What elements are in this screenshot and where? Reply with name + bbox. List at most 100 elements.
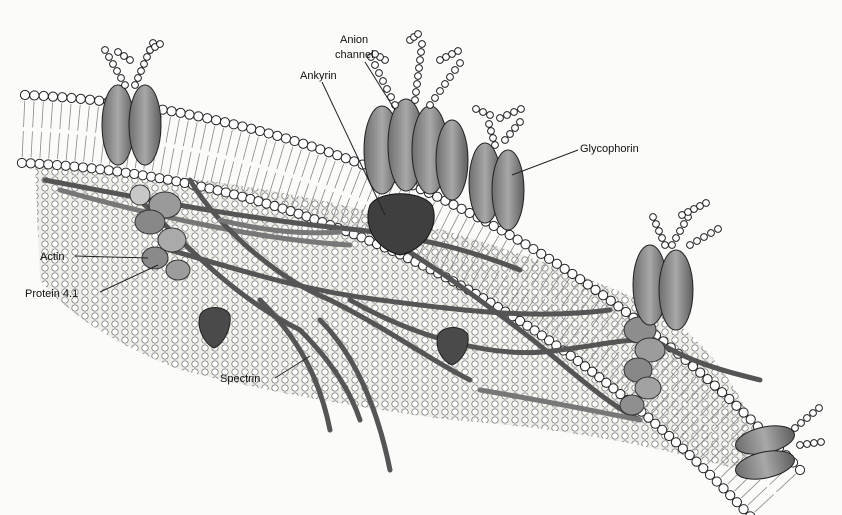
lipid-head — [307, 142, 316, 151]
sugar-bead — [694, 238, 701, 245]
lipid-head — [138, 171, 147, 180]
lipid-head — [205, 184, 214, 193]
lipid-head — [703, 375, 712, 384]
lipid-head — [26, 159, 35, 168]
lipid-head — [203, 114, 212, 123]
sugar-bead — [701, 234, 708, 241]
lipid-head — [61, 161, 70, 170]
lipid-head — [39, 91, 48, 100]
sugar-bead — [511, 109, 518, 116]
sugar-bead — [487, 112, 494, 119]
lipid-head — [255, 126, 264, 135]
label-glycophorin: Glycophorin — [580, 143, 639, 155]
lipid-tail — [236, 164, 243, 189]
lipid-head — [194, 112, 203, 121]
sugar-bead — [418, 49, 425, 56]
lipid-head — [17, 158, 26, 167]
lipid-tail — [439, 210, 451, 233]
label-protein-4-1: Protein 4.1 — [25, 288, 78, 300]
lipid-head — [264, 129, 273, 138]
sugar-bead — [486, 121, 493, 128]
sugar-bead — [380, 78, 387, 85]
lipid-head — [739, 408, 748, 417]
lipid-tail — [69, 104, 71, 130]
lipid-head — [229, 120, 238, 129]
lipid-tail — [293, 149, 301, 174]
lipid-head — [104, 166, 113, 175]
sugar-bead — [432, 95, 439, 102]
sugar-bead — [659, 235, 666, 242]
sugar-bead — [490, 135, 497, 142]
transmembrane-protein-left — [102, 85, 161, 165]
sugar-bead — [798, 420, 805, 427]
sugar-bead — [492, 142, 499, 149]
sugar-bead — [804, 441, 811, 448]
sugar-bead — [504, 112, 511, 119]
sugar-bead — [797, 442, 804, 449]
sugar-bead — [452, 67, 459, 74]
sugar-bead — [102, 47, 109, 54]
lipid-head — [746, 415, 755, 424]
lipid-head — [95, 96, 104, 105]
lipid-tail — [260, 139, 267, 164]
lipid-tail — [268, 142, 275, 167]
lipid-head — [212, 116, 221, 125]
sugar-bead — [457, 60, 464, 67]
lipid-head — [290, 136, 299, 145]
lipid-tail — [96, 107, 99, 133]
lipid-tail — [226, 130, 232, 155]
sugar-bead — [455, 48, 462, 55]
lipid-tail — [57, 133, 59, 159]
lipid-tail — [252, 137, 259, 162]
lipid-head — [35, 159, 44, 168]
lipid-tail — [227, 161, 233, 186]
lipid-tail — [75, 135, 77, 161]
sugar-bead — [687, 242, 694, 249]
lipid-head — [696, 368, 705, 377]
sugar-bead — [447, 74, 454, 81]
lipid-head — [273, 131, 282, 140]
lipid-head — [147, 172, 156, 181]
sugar-bead — [673, 235, 680, 242]
sugar-bead — [413, 89, 420, 96]
lipid-head — [85, 95, 94, 104]
lipid-tail — [741, 480, 760, 498]
sugar-bead — [810, 410, 817, 417]
lipid-head — [44, 160, 53, 169]
lipid-tail — [60, 103, 62, 129]
lipid-tail — [209, 126, 215, 151]
lipid-tail — [235, 132, 241, 157]
glycophorin-protein — [469, 143, 524, 230]
lipid-head — [121, 168, 130, 177]
sugar-bead — [122, 82, 129, 89]
sugar-bead — [384, 86, 391, 93]
sugar-bead — [677, 228, 684, 235]
sugar-bead — [656, 228, 663, 235]
lipid-head — [130, 169, 139, 178]
lipid-tail — [84, 136, 87, 162]
lipid-tail — [755, 495, 774, 513]
sugar-bead — [376, 70, 383, 77]
label-anion-channel-line2: channel — [335, 49, 374, 61]
lipid-tail — [343, 167, 352, 191]
sugar-bead — [141, 61, 148, 68]
lipid-tail — [33, 101, 34, 127]
sugar-bead — [703, 200, 710, 207]
sugar-bead — [135, 75, 142, 82]
lipid-head — [333, 151, 342, 160]
lipid-tail — [748, 487, 767, 505]
sugar-bead — [512, 125, 519, 132]
lipid-tail — [203, 155, 209, 180]
lipid-head — [96, 165, 105, 174]
lipid-head — [176, 108, 185, 117]
leader-line-glycophorin — [512, 150, 578, 175]
sugar-bead — [115, 49, 122, 56]
lipid-tail — [186, 152, 191, 177]
sugar-bead — [650, 214, 657, 221]
sugar-bead — [818, 439, 825, 446]
lipid-tail — [24, 101, 25, 127]
lipid-head — [213, 186, 222, 195]
sugar-bead — [507, 131, 514, 138]
sugar-bead — [502, 137, 509, 144]
